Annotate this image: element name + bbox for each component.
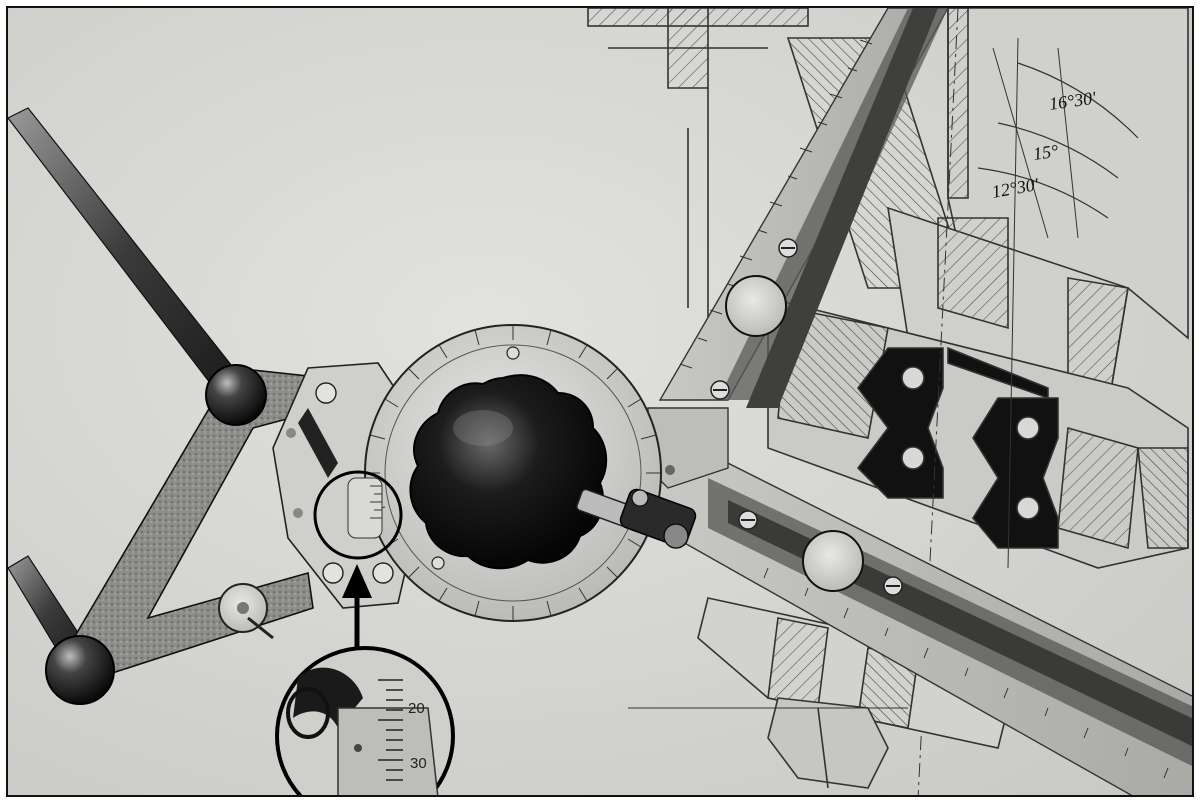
technical-drawing	[587, 8, 1189, 795]
vertical-ruler-ticks	[679, 39, 873, 369]
horizontal-ruler-clamp-disc	[802, 530, 864, 592]
vertical-ruler-clamp-disc	[725, 275, 787, 337]
magnifier-scale-20: 20	[408, 700, 425, 717]
central-locking-knob	[409, 374, 608, 570]
vernier-scale-small	[347, 477, 383, 539]
lower-ball-joint	[45, 635, 115, 705]
head-clamp	[576, 488, 697, 549]
angle-label-15: 15°	[1032, 141, 1060, 164]
magnifier-inset	[275, 646, 455, 795]
photo-frame: 16°30' 15° 12°30'	[6, 6, 1194, 797]
magnifier-scale-ticks	[378, 679, 403, 781]
drafting-machine-photo: 16°30' 15° 12°30'	[8, 8, 1192, 795]
vernier-highlight-circle	[313, 470, 403, 560]
horizontal-ruler-ticks	[763, 567, 1169, 779]
upper-ball-joint	[205, 364, 267, 426]
magnifier-scale-30: 30	[410, 755, 427, 772]
